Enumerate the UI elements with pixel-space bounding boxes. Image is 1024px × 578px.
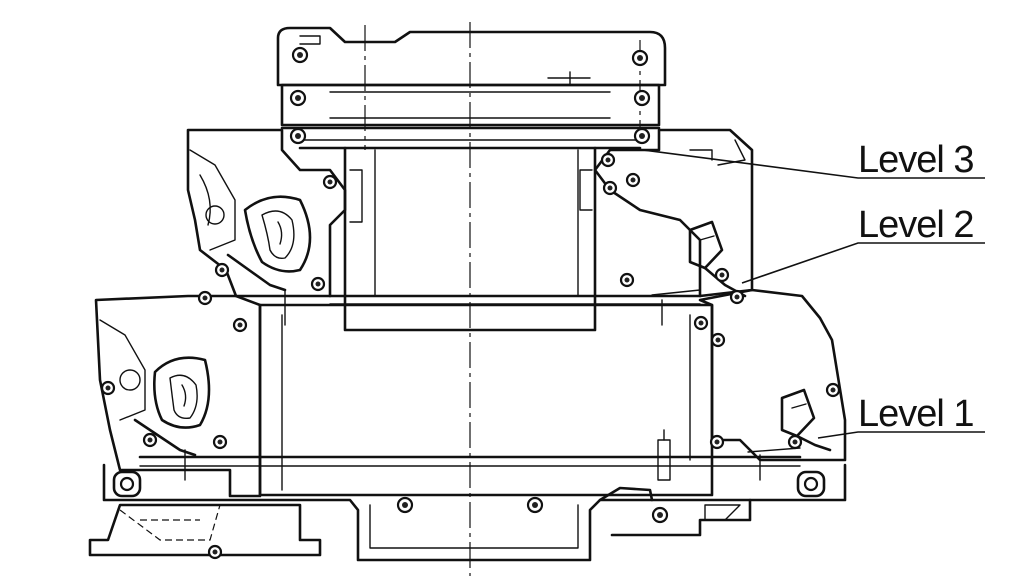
middle-housing: [186, 128, 754, 332]
pins: [184, 289, 671, 481]
level-1-leader-line: [817, 431, 985, 439]
base-foot: [88, 463, 847, 562]
level-3-leader-line: [627, 147, 985, 179]
leader-lines: [627, 147, 985, 439]
level-2-leader-line: [741, 242, 985, 284]
level-3-label: Level 3: [858, 139, 974, 181]
level-2-label: Level 2: [858, 204, 974, 246]
top-housing: [276, 26, 667, 150]
level-1-label: Level 1: [858, 393, 974, 435]
lower-housing: [94, 288, 847, 498]
left-upper-clamp-spring: [189, 149, 312, 292]
left-lower-clamp-spring: [99, 319, 211, 457]
screws: [100, 46, 841, 560]
right-lower-lever: [747, 388, 832, 481]
